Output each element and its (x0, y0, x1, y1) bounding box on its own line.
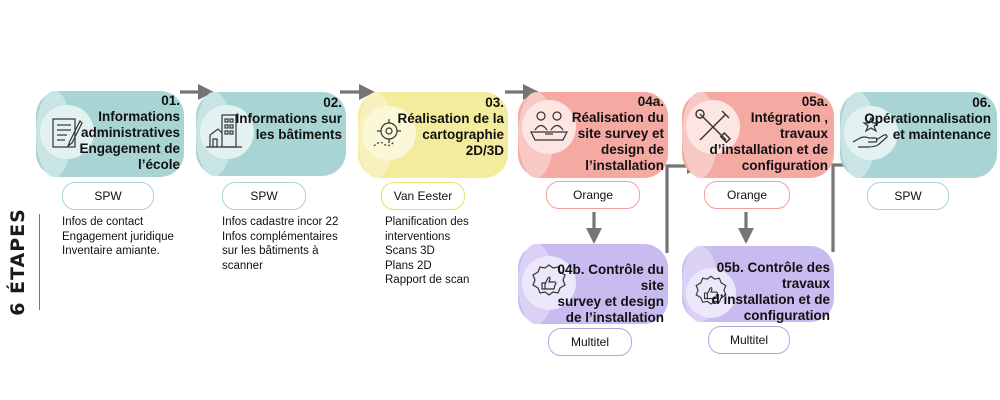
step-06-number: 06. (972, 95, 991, 110)
step-03-title-line: Réalisation de la (397, 111, 504, 126)
step-04a-number: 04a. (637, 94, 664, 109)
step-03-title: 03. Réalisation de la cartographie 2D/3D (394, 95, 504, 159)
step-04a-title: 04a. Réalisation du site survey et desig… (554, 94, 664, 174)
detail-line: sur les bâtiments à (222, 245, 319, 257)
step-01-tag: SPW (62, 182, 154, 210)
step-05b-number: 05b. (716, 260, 744, 275)
step-03: 03. Réalisation de la cartographie 2D/3D (358, 92, 508, 178)
detail-line: Plans 2D (385, 259, 432, 272)
step-02-title-line: Informations sur (235, 111, 342, 126)
buildings-icon (200, 105, 254, 159)
step-01-title-line: Engagement de (79, 141, 180, 156)
step-02: 02. Informations sur les bâtiments (196, 92, 346, 176)
step-05b: 05b. Contrôle des travaux d’installation… (682, 246, 834, 324)
step-05a-tag: Orange (704, 181, 790, 209)
step-04b-number: 04b. (557, 262, 585, 277)
meeting-icon (522, 100, 576, 154)
step-04a-title-line: Réalisation du (571, 110, 664, 125)
detail-line: Planification des (385, 216, 469, 228)
approval-badge-icon (522, 256, 576, 310)
step-04b-title-line: survey et design (557, 294, 664, 309)
side-divider (39, 214, 40, 310)
step-02-details: Infos cadastre incor 22 Infos complément… (222, 215, 338, 273)
detail-line: Infos complémentaires (222, 230, 338, 243)
detail-line: Engagement juridique (62, 230, 174, 243)
detail-line: Rapport de scan (385, 274, 470, 286)
step-05b-title-line: Contrôle des travaux (747, 260, 830, 291)
detail-line: Inventaire amiante. (62, 245, 160, 257)
step-06-tag: SPW (867, 182, 949, 210)
step-05a-title-line: travaux (779, 126, 828, 141)
step-04b-title-line: Contrôle du site (588, 262, 664, 293)
step-05a-title-line: Intégration , (750, 110, 828, 125)
detail-line: Scans 3D (385, 245, 435, 257)
step-04b: 04b. Contrôle du site survey et design d… (518, 244, 668, 326)
step-04b-tag: Multitel (548, 328, 632, 356)
step-03-number: 03. (485, 95, 504, 110)
step-01-details: Infos de contact Engagement juridique In… (62, 215, 174, 259)
step-01: 01. Informations administratives Engagem… (36, 91, 184, 177)
step-02-title: 02. Informations sur les bâtiments (232, 95, 342, 143)
tools-icon (686, 100, 740, 154)
step-04a-title-line: site survey et (577, 126, 664, 141)
step-04a-title-line: l’installation (585, 158, 664, 173)
detail-line: interventions (385, 230, 451, 243)
step-05a-title-line: configuration (741, 158, 828, 173)
step-01-title-line: l’école (137, 157, 180, 172)
approval-badge-icon (686, 268, 736, 318)
target-map-icon (362, 106, 416, 160)
step-04a: 04a. Réalisation du site survey et desig… (518, 92, 668, 178)
step-03-title-line: 2D/3D (465, 143, 504, 158)
step-04b-title-line: de l’installation (565, 310, 664, 325)
step-05b-title-line: configuration (743, 308, 830, 323)
step-01-title: 01. Informations administratives Engagem… (70, 93, 180, 173)
step-01-number: 01. (161, 93, 180, 108)
step-05a-title: 05a. Intégration , travaux d’installatio… (704, 94, 828, 174)
detail-line: Infos de contact (62, 216, 144, 228)
step-02-number: 02. (323, 95, 342, 110)
arrow-05b-06 (831, 157, 866, 252)
step-05a: 05a. Intégration , travaux d’installatio… (682, 92, 834, 178)
step-05a-title-line: d’installation et de (709, 142, 828, 157)
step-04a-tag: Orange (546, 181, 640, 209)
step-03-title-line: cartographie (422, 127, 504, 142)
detail-line: Infos cadastre incor 22 (222, 216, 339, 228)
step-05a-number: 05a. (801, 94, 828, 109)
step-06-title-line: et maintenance (892, 127, 991, 142)
step-02-title-line: les bâtiments (255, 127, 342, 142)
step-03-tag: Van Eester (381, 182, 465, 210)
step-04a-title-line: design de (600, 142, 664, 157)
step-01-title-line: Informations (98, 109, 180, 124)
hand-star-icon (844, 106, 898, 160)
step-05b-title-line: d’installation et de (711, 292, 830, 307)
detail-line: scanner (222, 259, 263, 272)
step-06: 06. Opérationnalisation et maintenance (840, 92, 997, 178)
step-03-details: Planification des interventions Scans 3D… (385, 215, 469, 288)
step-02-tag: SPW (222, 182, 306, 210)
step-05b-title: 05b. Contrôle des travaux d’installation… (702, 260, 830, 324)
step-06-title: 06. Opérationnalisation et maintenance (861, 95, 991, 143)
step-05b-tag: Multitel (708, 326, 790, 354)
step-06-title-line: Opérationnalisation (864, 111, 991, 126)
arrow-04b-05a (665, 158, 703, 253)
document-pen-icon (40, 105, 94, 159)
step-04b-title: 04b. Contrôle du site survey et design d… (552, 262, 664, 326)
step-01-title-line: administratives (80, 125, 180, 140)
